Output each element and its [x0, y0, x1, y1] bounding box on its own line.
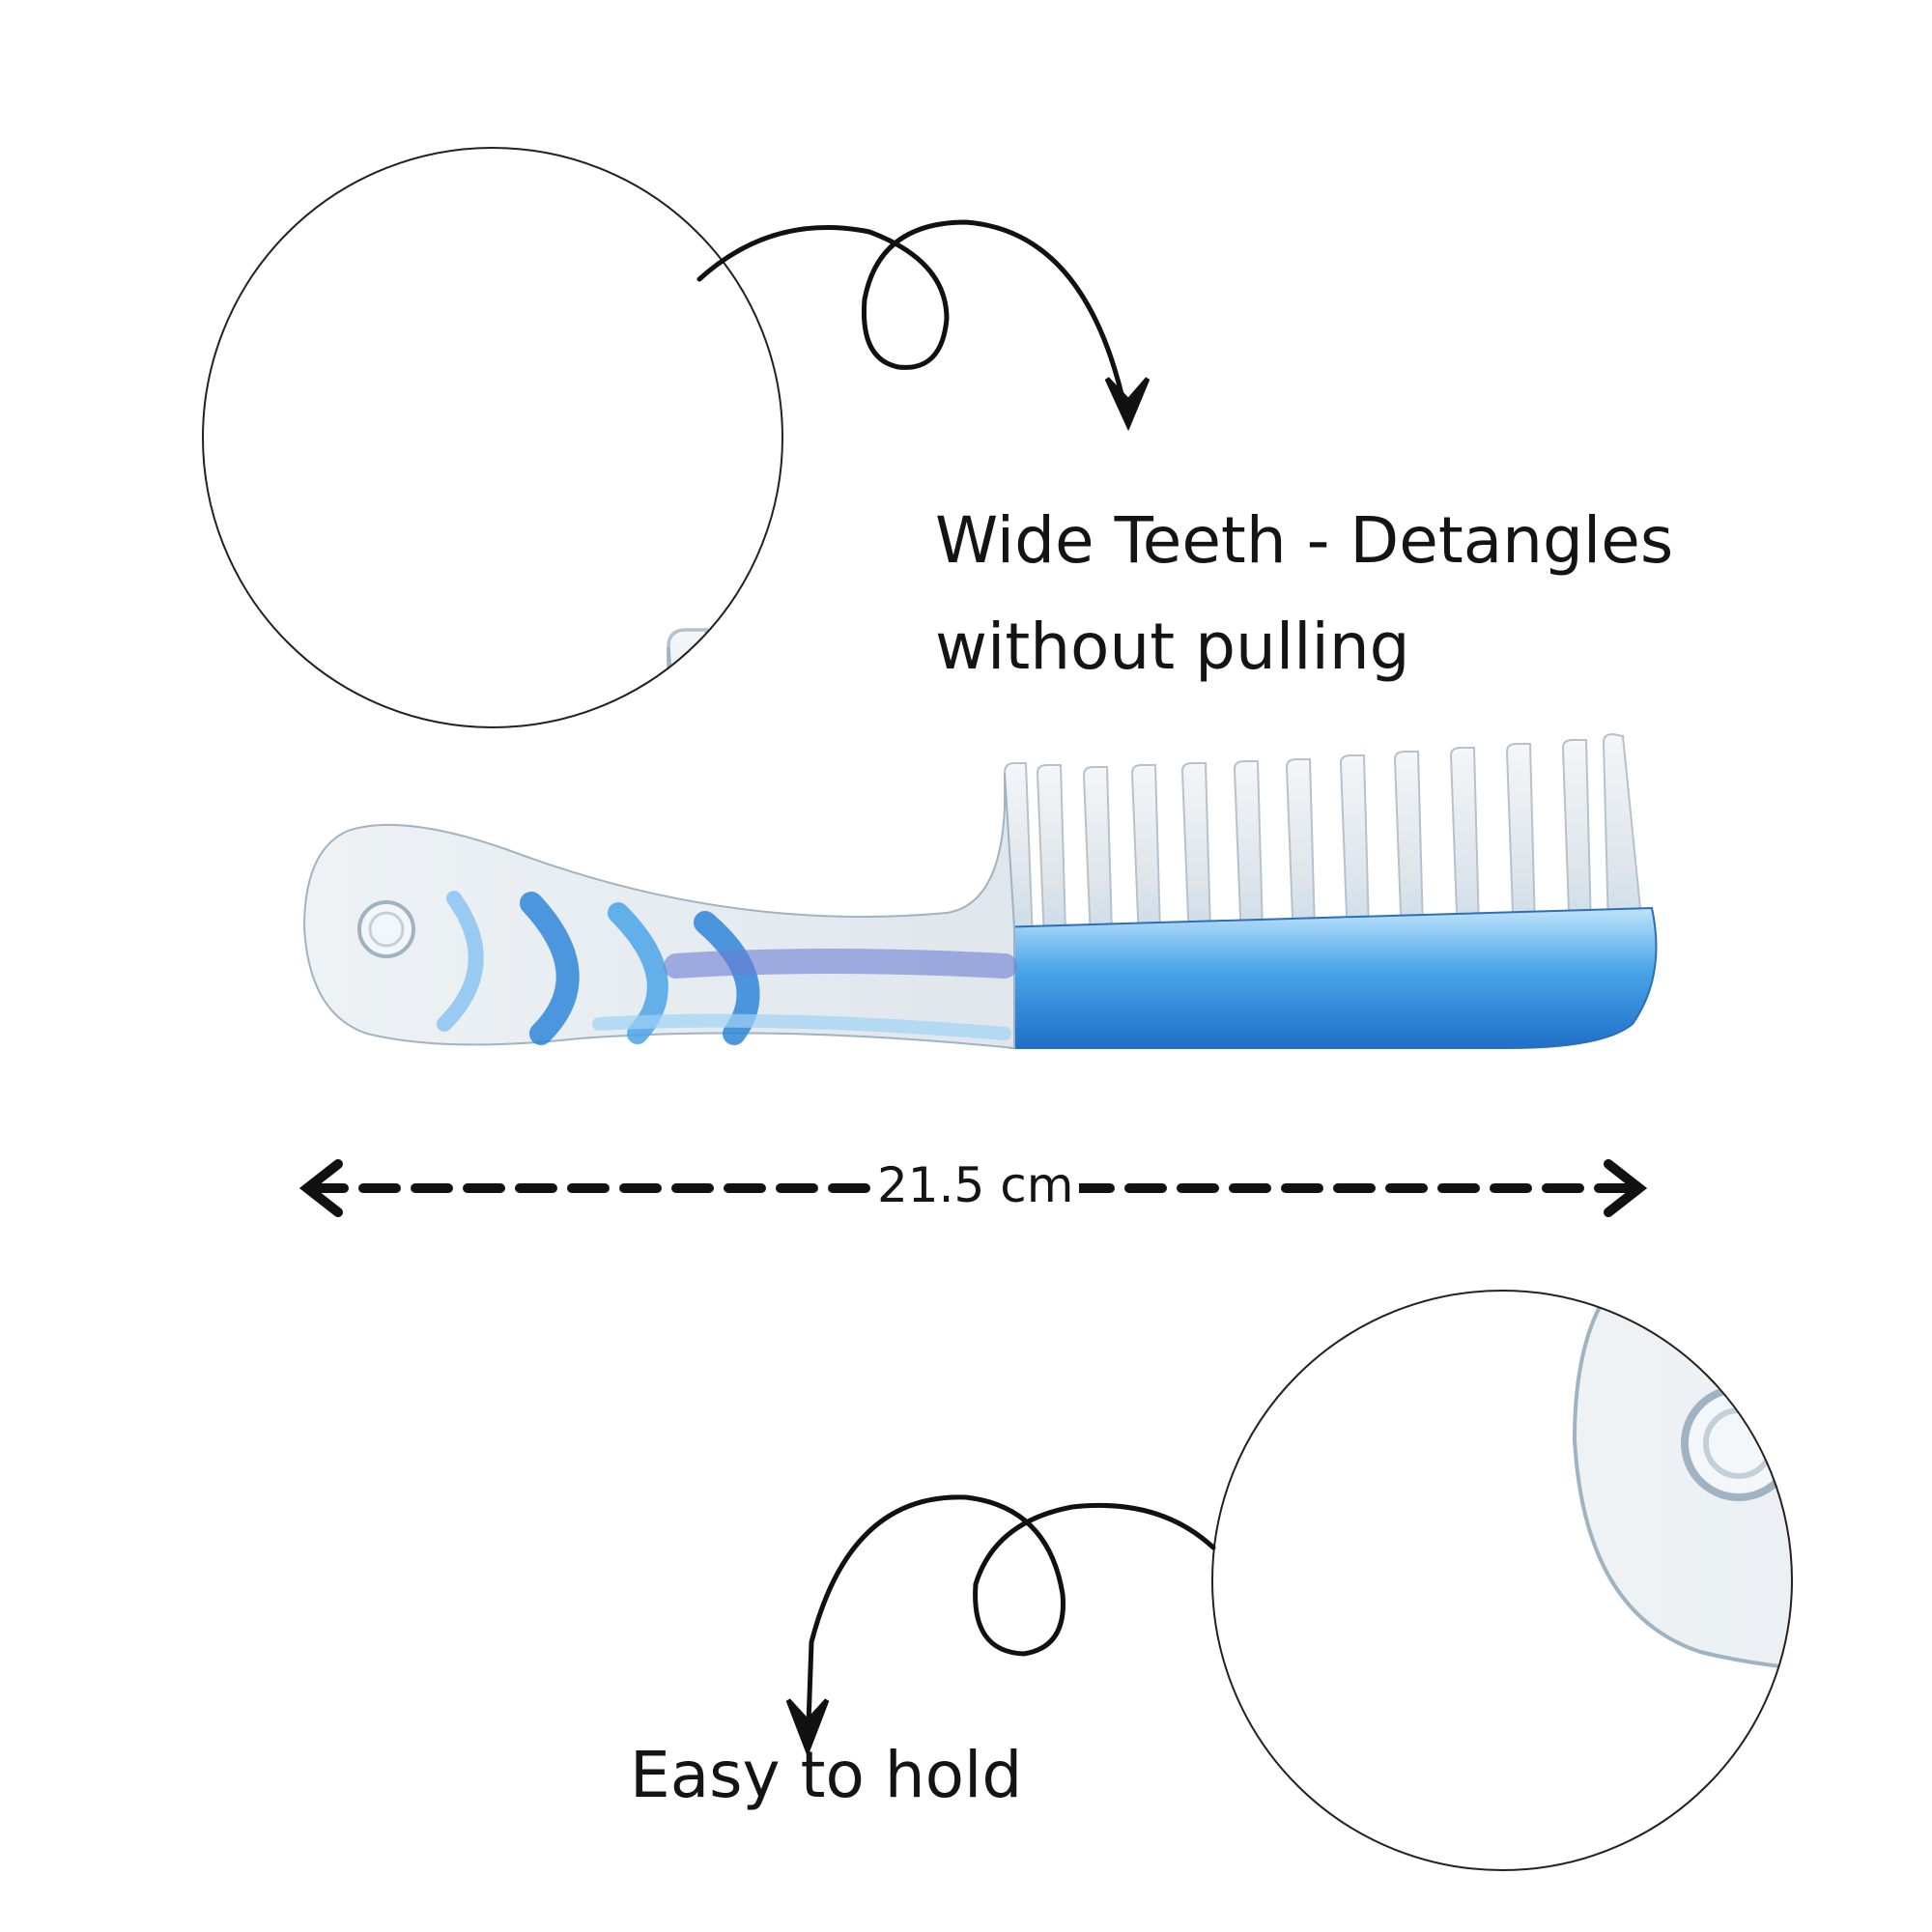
comb-image — [304, 734, 1657, 1048]
curly-arrow-icon — [696, 219, 1151, 432]
handle-zoom-circle — [1211, 1290, 1793, 1871]
teeth-zoom-circle — [202, 147, 783, 728]
teeth-feature-line-1: Wide Teeth - Detangles — [935, 503, 1674, 578]
length-label: 21.5 cm — [871, 1151, 1080, 1219]
teeth-feature-caption: Wide Teeth - Detangles without pulling — [935, 488, 1673, 700]
double-headed-dashed-arrow-icon — [298, 1159, 1648, 1217]
handle-feature-caption: Easy to hold — [630, 1738, 1023, 1812]
teeth-feature-line-2: without pulling — [935, 610, 1410, 684]
curly-arrow-icon — [785, 1494, 1216, 1757]
